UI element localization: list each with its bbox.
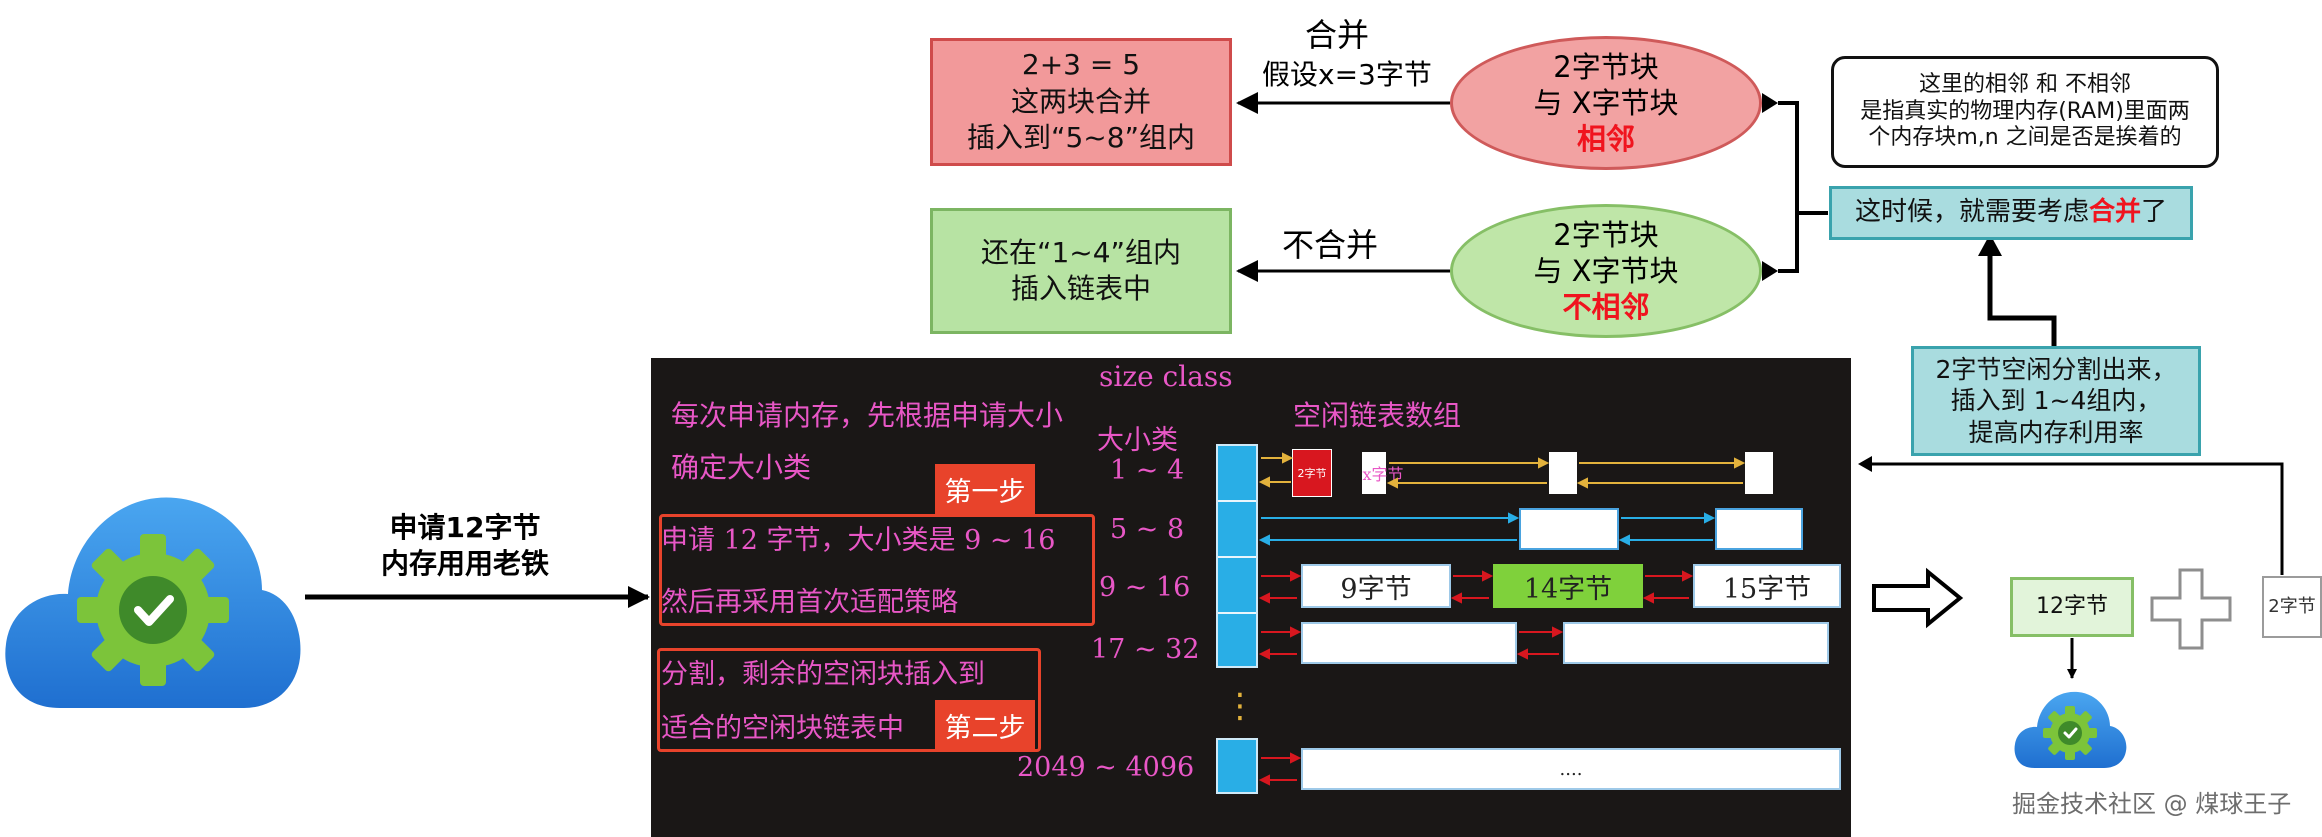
row3-block-15-label: 15字节 [1722, 573, 1812, 605]
small-cloud [2012, 686, 2130, 770]
note-line3: 个内存块m,n 之间是否是挨着的 [1868, 125, 2182, 151]
step1-line1: 申请 12 字节，大小类是 9 ~ 16 [661, 525, 1056, 556]
remaining-2-byte-block: 2字节 [2262, 576, 2322, 638]
intro-line1: 每次申请内存，先根据申请大小 [671, 399, 1064, 432]
nomerge-result-line2: 插入链表中 [1010, 272, 1151, 305]
merge-result-line2: 这两块合并 [1010, 84, 1151, 118]
last-row-block-label: .... [1559, 758, 1583, 780]
free-list-array [1216, 444, 1258, 668]
split-line3: 提高内存利用率 [1968, 417, 2144, 447]
merge-result-line3: 插入到“5~8”组内 [966, 121, 1196, 155]
size-class-cn: 大小类 [1097, 425, 1178, 456]
adjacent-line1: 2字节块 [1553, 49, 1659, 84]
split-line2: 插入到 1~4组内， [1950, 386, 2162, 416]
class-label-1-4: 1 ~ 4 [1110, 455, 1185, 486]
not-adjacent-line3: 不相邻 [1562, 290, 1650, 325]
plus-icon [2150, 568, 2232, 650]
cloud-gear-icon [5, 497, 301, 708]
row3-block-15: 15字节 [1693, 564, 1841, 608]
nomerge-result-box: 还在“1~4”组内 插入链表中 [930, 208, 1232, 334]
row2-block-2 [1715, 508, 1803, 550]
row3-block-14-label: 14字节 [1523, 573, 1613, 605]
merge-result-line1: 2+3 = 5 [1021, 48, 1141, 82]
adjacency-note: 这里的相邻 和 不相邻 是指真实的物理内存(RAM)里面两 个内存块m,n 之间… [1831, 56, 2219, 168]
allocated-12-byte-block: 12字节 [2010, 577, 2134, 637]
row1-block-2-label: 2字节 [1297, 467, 1327, 480]
merge-label: 合并 [1305, 16, 1370, 54]
free-list-title: 空闲链表数组 [1293, 399, 1462, 432]
row1-block-x: x字节 [1362, 452, 1404, 494]
step2-line1: 分割，剩余的空闲块插入到 [661, 659, 985, 690]
intro-line2: 确定大小类 [671, 451, 812, 484]
row4-block-2 [1563, 622, 1829, 664]
step1-frame [659, 514, 1095, 626]
remaining-2-byte-label: 2字节 [2268, 596, 2316, 618]
note-line2: 是指真实的物理内存(RAM)里面两 [1860, 98, 2190, 124]
nomerge-label: 不合并 [1282, 226, 1379, 264]
allocated-12-byte-label: 12字节 [2036, 593, 2108, 619]
consider-suffix: 了 [2141, 197, 2168, 228]
last-row-block: .... [1301, 748, 1841, 790]
split-to-consider-arrow [1987, 248, 2057, 346]
step2-line2: 适合的空闲块链表中 [661, 713, 904, 744]
branch-connector [1778, 101, 1828, 273]
request-label-line1: 申请12字节 [389, 510, 541, 544]
adjacent-line3: 相邻 [1576, 122, 1635, 157]
size-class-title: size class [1099, 360, 1233, 393]
row1-block-2: 2字节 [1292, 449, 1332, 497]
row1-block-3 [1549, 452, 1577, 494]
row1-block-x-label: x字节 [1362, 465, 1404, 484]
row4-block-1 [1301, 622, 1517, 664]
step2-frame [657, 648, 1041, 752]
user-cloud [0, 482, 305, 714]
row2-block-1 [1519, 508, 1619, 550]
check-icon [134, 595, 174, 626]
row3-block-9: 9字节 [1301, 564, 1451, 608]
row3-block-9-label: 9字节 [1340, 573, 1412, 605]
step1-line2: 然后再采用首次适配策略 [661, 587, 958, 618]
class-label-9-16: 9 ~ 16 [1099, 572, 1191, 603]
row1-block-4 [1745, 452, 1773, 494]
not-adjacent-line1: 2字节块 [1553, 217, 1659, 252]
free-list-array-last [1216, 738, 1258, 794]
not-adjacent-ellipse: 2字节块 与 X字节块 不相邻 [1450, 204, 1762, 338]
size-class-panel: size class 大小类 空闲链表数组 每次申请内存，先根据申请大小 确定大… [651, 358, 1851, 837]
class-ellipsis: ⋮ [1223, 686, 1257, 726]
class-label-5-8: 5 ~ 8 [1110, 514, 1185, 545]
hollow-arrow-icon [1872, 567, 1964, 629]
split-line1: 2字节空闲分割出来， [1935, 355, 2177, 385]
step2-badge: 第二步 [935, 700, 1035, 750]
nomerge-result-line1: 还在“1~4”组内 [980, 235, 1182, 269]
row3-block-14: 14字节 [1493, 564, 1643, 608]
not-adjacent-line2: 与 X字节块 [1533, 253, 1679, 288]
return-arrow [1870, 462, 2284, 575]
adjacent-line2: 与 X字节块 [1533, 85, 1679, 120]
consider-highlight: 合并 [2088, 197, 2141, 228]
consider-merge-box: 这时候，就需要考虑合并了 [1829, 186, 2193, 240]
step1-badge: 第一步 [935, 464, 1035, 514]
request-label: 申请12字节 内存用用老铁 [330, 510, 600, 582]
panel-link-arrows [1258, 452, 1746, 786]
small-cloud-gear-icon [2014, 691, 2127, 768]
watermark: 掘金技术社区 @ 煤球王子 [2012, 790, 2292, 818]
class-label-2049-4096: 2049 ~ 4096 [1017, 752, 1195, 783]
small-check-icon [2063, 727, 2078, 739]
merge-result-box: 2+3 = 5 这两块合并 插入到“5~8”组内 [930, 38, 1232, 166]
class-label-17-32: 17 ~ 32 [1091, 634, 1200, 665]
consider-prefix: 这时候，就需要考虑 [1854, 197, 2089, 228]
note-line1: 这里的相邻 和 不相邻 [1919, 72, 2131, 98]
adjacent-ellipse: 2字节块 与 X字节块 相邻 [1450, 36, 1762, 170]
merge-assumption: 假设x=3字节 [1262, 58, 1432, 91]
request-label-line2: 内存用用老铁 [380, 547, 549, 580]
split-note-box: 2字节空闲分割出来， 插入到 1~4组内， 提高内存利用率 [1911, 346, 2201, 456]
